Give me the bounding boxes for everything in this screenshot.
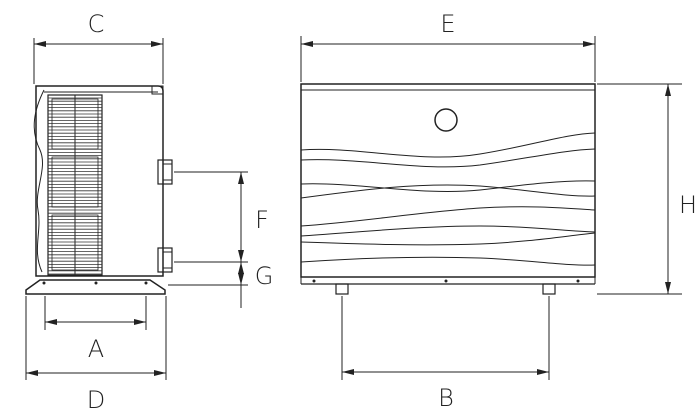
- dimension-label-e: E: [440, 10, 455, 38]
- dimension-label-h: H: [679, 191, 697, 219]
- dimension-label-d: D: [87, 386, 105, 414]
- dimension-label-c: C: [88, 10, 105, 38]
- dimension-c: C: [33, 10, 164, 84]
- front-view-waves: [300, 132, 596, 266]
- side-view-grille: [48, 95, 102, 275]
- side-view-base: [25, 279, 166, 295]
- front-view-foot-left: [335, 283, 349, 295]
- grille-band: [51, 214, 99, 271]
- control-knob-icon: [434, 108, 458, 132]
- front-view-body: [300, 83, 596, 278]
- dimension-label-g: G: [255, 262, 274, 290]
- front-view: [300, 83, 596, 295]
- dimension-label-a: A: [88, 335, 104, 363]
- front-view-foot-right: [542, 283, 556, 295]
- dimension-a: A: [44, 296, 147, 363]
- side-view-pipe-lower: [157, 247, 173, 273]
- grille-band: [51, 98, 99, 150]
- side-view-top-cap: [151, 85, 164, 95]
- dimension-f: F: [174, 171, 269, 263]
- dimension-e: E: [300, 10, 596, 82]
- side-view: [25, 85, 173, 295]
- dimension-label-f: F: [255, 206, 269, 234]
- side-view-pipe-upper: [157, 159, 173, 185]
- dimension-h: H: [597, 83, 697, 295]
- dimension-label-b: B: [438, 384, 454, 412]
- side-view-rear-edge: [33, 89, 45, 273]
- dimension-b: B: [341, 296, 550, 412]
- dimension-d: D: [25, 296, 167, 414]
- dimension-g: G: [168, 262, 273, 308]
- grille-band: [51, 156, 99, 208]
